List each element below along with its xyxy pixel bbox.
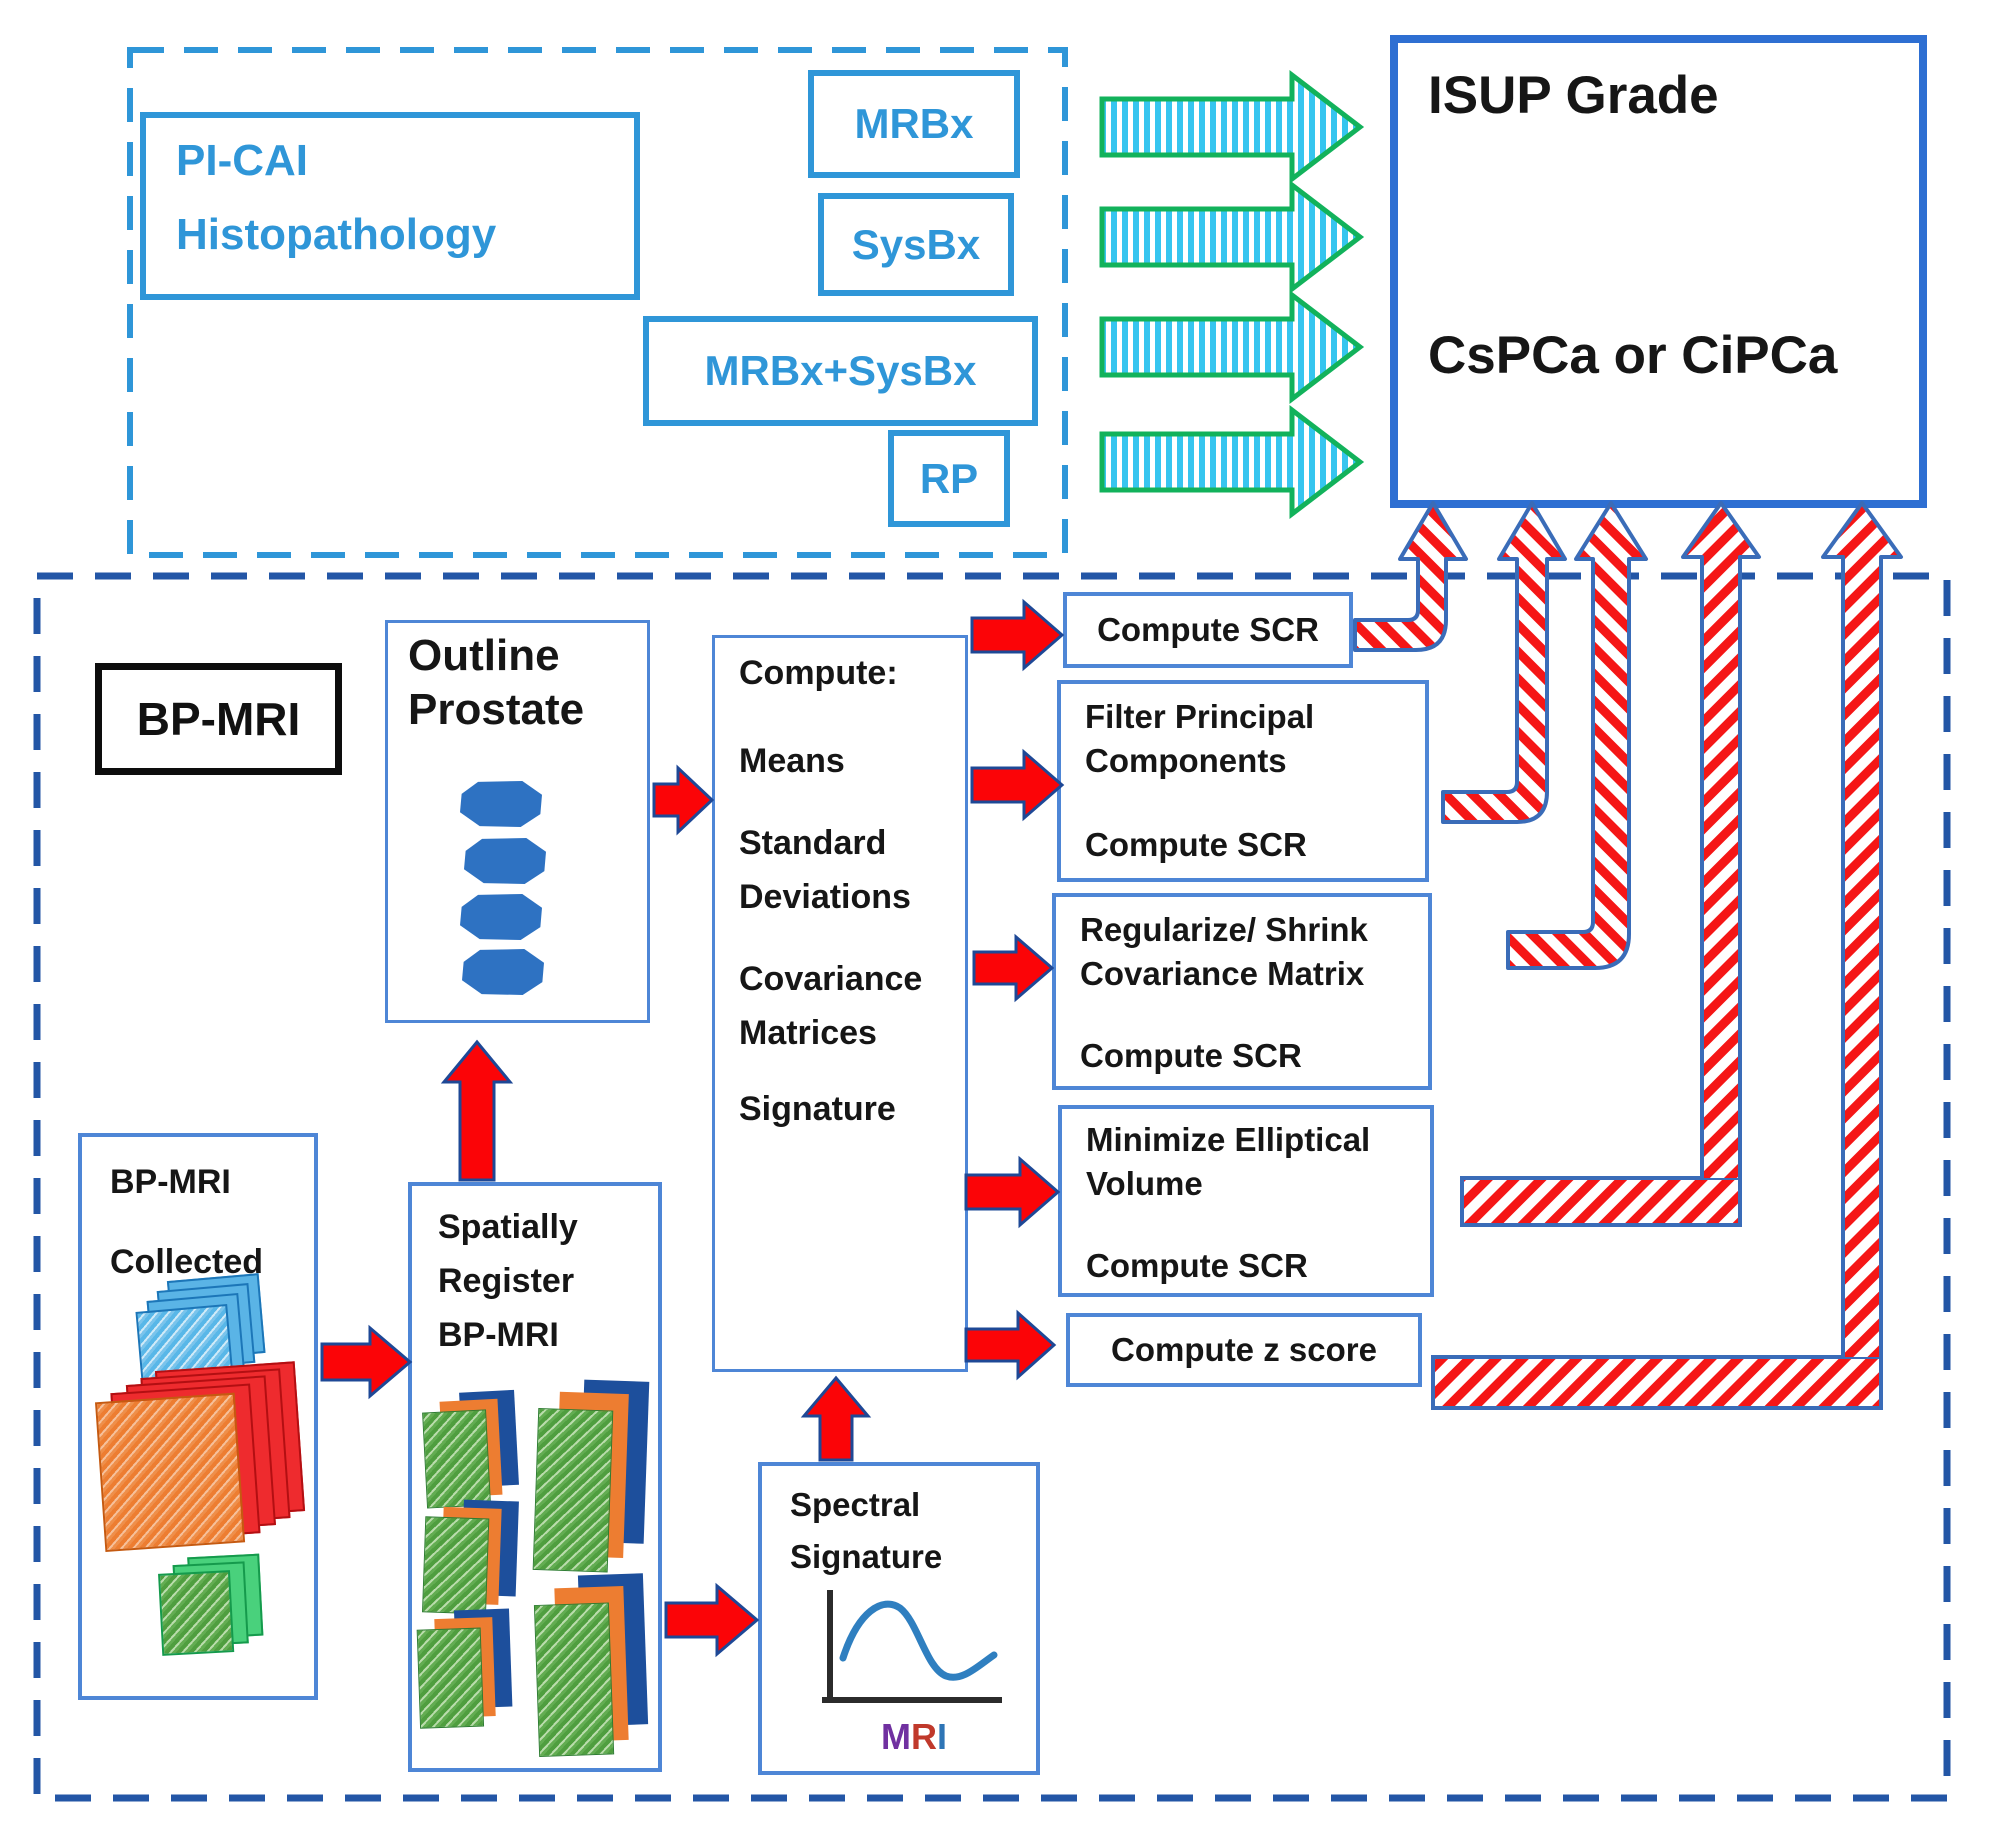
register-line3: BP-MRI: [438, 1316, 559, 1354]
striped-arrow-scr-to-isup: [1353, 501, 1468, 652]
arrow-sysbx-to-isup: [1099, 179, 1365, 295]
spectral-line2: Signature: [790, 1538, 943, 1575]
filter-line3: Compute SCR: [1085, 826, 1307, 863]
spectral-signature-box: Spectral Signature MRI: [758, 1462, 1040, 1775]
arrow-rp-to-isup: [1099, 404, 1365, 520]
compute-line-signature: Signature: [739, 1090, 896, 1128]
compute-line-matrices: Matrices: [739, 1014, 877, 1052]
minimize-line2: Volume: [1086, 1165, 1203, 1202]
arrow-mrbx-to-isup: [1099, 69, 1365, 185]
register-line2: Register: [438, 1262, 575, 1300]
mrbx-sysbx-box: MRBx+SysBx: [643, 316, 1038, 426]
bpmri-section-label: BP-MRI: [136, 693, 301, 745]
arrow-outline-to-compute: [652, 764, 715, 836]
compute-scr-label: Compute SCR: [1097, 611, 1319, 648]
mri-letter-i: I: [936, 1716, 947, 1757]
compute-zscore-label: Compute z score: [1111, 1331, 1377, 1368]
regularize-line1: Regularize/ Shrink: [1080, 911, 1368, 948]
arrow-spectral-to-compute: [800, 1375, 872, 1462]
filter-line2: Components: [1085, 742, 1287, 779]
rp-label: RP: [919, 454, 979, 502]
mri-stack-green-icon: [157, 1553, 273, 1667]
compute-line-covariance: Covariance: [739, 960, 923, 998]
picai-label-line1: PI-CAI: [176, 136, 308, 185]
register-line1: Spatially: [438, 1208, 578, 1246]
registered-stack-icon: [422, 1498, 526, 1615]
sysbx-label: SysBx: [851, 220, 981, 268]
picai-label-line2: Histopathology: [176, 210, 497, 259]
minimize-line3: Compute SCR: [1086, 1247, 1308, 1284]
prostate-slice-icon: [464, 838, 546, 884]
mri-letter-m: M: [880, 1716, 911, 1757]
arrow-compute-to-zscore: [964, 1309, 1057, 1381]
rp-box: RP: [888, 430, 1010, 527]
bpmri-section-label-box: BP-MRI: [95, 663, 342, 775]
arrow-compute-to-regularize: [972, 933, 1055, 1003]
arrow-collected-to-register: [320, 1324, 413, 1400]
arrow-compute-to-scr: [970, 598, 1065, 672]
compute-line-standard: Standard: [739, 824, 887, 862]
cspca-cipca-label: CsPCa or CiPCa: [1428, 326, 1838, 385]
compute-zscore-box: Compute z score: [1066, 1313, 1422, 1387]
collected-line1: BP-MRI: [110, 1163, 231, 1201]
striped-bar-zscore: [1431, 1355, 1883, 1410]
filter-line1: Filter Principal: [1085, 698, 1315, 735]
mrbx-sysbx-label: MRBx+SysBx: [704, 347, 977, 394]
compute-line-deviations: Deviations: [739, 878, 911, 916]
isup-grade-title: ISUP Grade: [1428, 66, 1719, 125]
compute-scr-box: Compute SCR: [1063, 592, 1353, 668]
outline-label-line1: Outline: [408, 631, 560, 680]
arrow-compute-to-filter: [970, 748, 1065, 822]
mri-axis-label: MRI: [824, 1716, 1004, 1758]
outline-prostate-box: Outline Prostate: [385, 620, 650, 1023]
regularize-line3: Compute SCR: [1080, 1037, 1302, 1074]
sysbx-box: SysBx: [818, 193, 1014, 296]
mri-stack-red-icon: [93, 1361, 312, 1580]
spectral-line1: Spectral: [790, 1486, 921, 1523]
compute-line-title: Compute:: [739, 654, 898, 692]
arrow-mrbx-sysbx-to-isup: [1099, 289, 1365, 405]
arrow-register-to-outline: [440, 1039, 514, 1182]
minimize-line1: Minimize Elliptical: [1086, 1121, 1371, 1158]
prostate-slice-icon: [460, 781, 542, 827]
striped-arrow-regularize-to-isup: [1506, 501, 1648, 970]
prostate-slice-icon: [462, 949, 544, 995]
striped-arrow-minimize-to-isup: [1681, 501, 1761, 1178]
registered-stack-icon: [533, 1573, 657, 1757]
outline-label-line2: Prostate: [408, 685, 585, 734]
mrbx-box: MRBx: [808, 70, 1020, 178]
striped-arrow-zscore-to-isup: [1821, 501, 1903, 1357]
picai-histopathology-box: PI-CAI Histopathology: [140, 112, 640, 300]
regularize-line2: Covariance Matrix: [1080, 955, 1365, 992]
compute-line-means: Means: [739, 742, 845, 780]
filter-principal-components-box: Filter Principal Components Compute SCR: [1057, 680, 1429, 882]
arrow-register-to-spectral: [664, 1582, 760, 1658]
registered-stack-icon: [416, 1608, 520, 1729]
minimize-elliptical-volume-box: Minimize Elliptical Volume Compute SCR: [1058, 1105, 1434, 1297]
registered-stack-icon: [421, 1389, 527, 1509]
striped-bar-minimize: [1460, 1176, 1742, 1227]
regularize-shrink-box: Regularize/ Shrink Covariance Matrix Com…: [1052, 893, 1432, 1090]
compute-statistics-box: Compute: Means Standard Deviations Covar…: [712, 635, 968, 1372]
registered-stack-icon: [532, 1378, 658, 1573]
mri-letter-r: R: [910, 1716, 937, 1757]
striped-arrow-filter-to-isup: [1441, 501, 1567, 824]
prostate-slice-icon: [460, 894, 542, 940]
arrow-compute-to-minimize: [964, 1155, 1061, 1229]
isup-grade-box: ISUP Grade CsPCa or CiPCa: [1390, 35, 1927, 508]
mrbx-label: MRBx: [854, 100, 974, 147]
